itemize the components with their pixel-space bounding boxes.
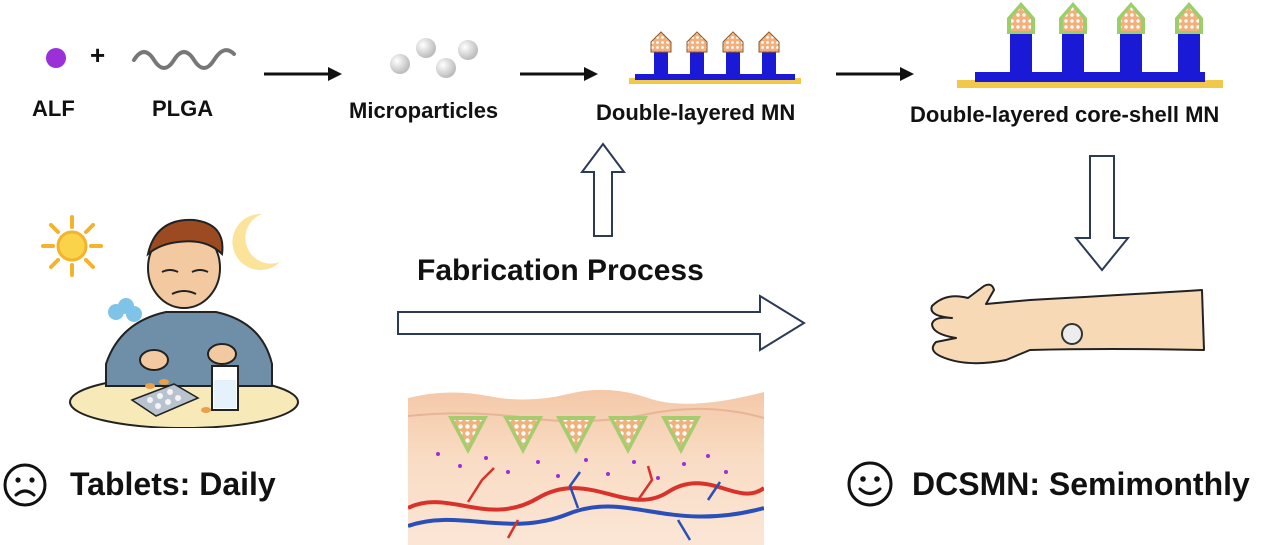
sad-face-icon: [3, 463, 47, 507]
arrow-1-icon: [264, 67, 342, 81]
smiley-face-icon: [847, 461, 893, 507]
arrow-3-icon: [836, 67, 914, 81]
patient-taking-tablets-illustration: [69, 218, 299, 428]
alf-dot-icon: [46, 48, 66, 68]
down-arrow-icon: [1074, 155, 1130, 272]
cough-cloud-icon: [108, 298, 142, 322]
plus-sign: +: [90, 40, 106, 70]
plga-label: PLGA: [152, 96, 214, 121]
plga-polymer-icon: [132, 48, 236, 70]
tablets-daily-label: Tablets: Daily: [70, 466, 276, 502]
dcsmn-semimonthly-label: DCSMN: Semimonthly: [912, 466, 1250, 502]
up-arrow-icon: [580, 142, 626, 237]
right-arrow-icon: [397, 294, 806, 352]
core-shell-mn-icon: [957, 2, 1223, 88]
double-layered-mn-icon: [629, 31, 801, 84]
microparticles-icon: [390, 38, 478, 78]
arm-with-patch-illustration: [930, 283, 1205, 365]
microparticles-label: Microparticles: [349, 98, 499, 123]
skin-cross-section-illustration: [408, 389, 764, 545]
sun-icon: [41, 215, 103, 277]
core-shell-mn-label: Double-layered core-shell MN: [910, 102, 1220, 127]
alf-label: ALF: [32, 96, 75, 121]
arrow-2-icon: [520, 67, 598, 81]
fabrication-process-label: Fabrication Process: [417, 254, 704, 287]
double-layered-mn-label: Double-layered MN: [596, 100, 796, 125]
moon-icon: [232, 213, 280, 270]
